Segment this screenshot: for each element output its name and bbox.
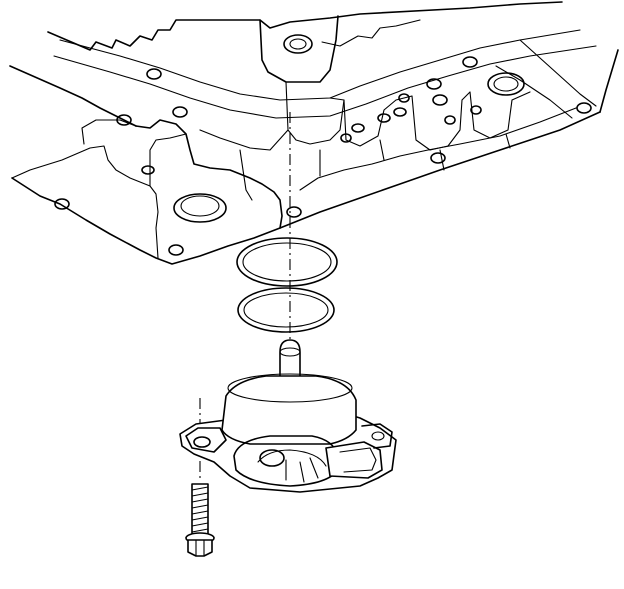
seal-ring-lower [237,287,335,333]
upper-port [487,72,525,96]
bolt [185,483,215,557]
transmission-housing [9,1,619,265]
seal-ring-upper [236,237,338,287]
filter-mount-port [173,193,227,223]
filter-assembly [179,339,397,493]
flange-bolt-holes [54,56,592,256]
